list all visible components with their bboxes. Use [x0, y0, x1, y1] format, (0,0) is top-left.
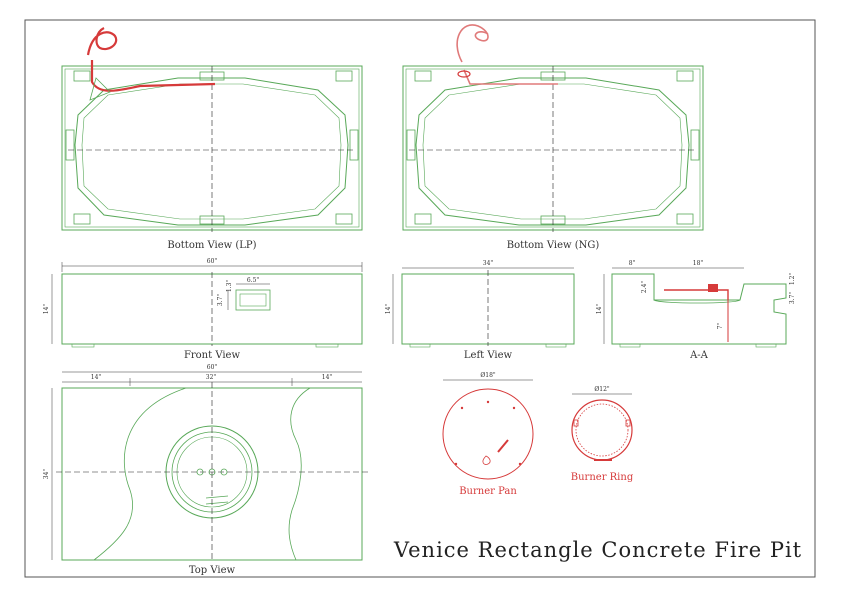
- left-width-dim: 34": [483, 260, 494, 267]
- burner-pan-label: Burner Pan: [459, 486, 517, 497]
- front-view-label: Front View: [184, 350, 241, 361]
- pan-diameter-dim: Ø18": [480, 372, 496, 379]
- section-small-dim-2: 3.7": [789, 292, 796, 305]
- section-label: A-A: [689, 350, 709, 361]
- front-view: [51, 262, 363, 348]
- left-view: [392, 267, 575, 348]
- section-depth-dim: 7": [717, 322, 724, 329]
- bottom-view-ng: [402, 24, 704, 232]
- front-cutout-offset-dim: 1.3": [226, 280, 233, 293]
- burner-ring-label: Burner Ring: [571, 472, 634, 483]
- top-left-dim: 14": [91, 374, 102, 381]
- ng-gas-line: [456, 24, 558, 85]
- top-height-dim: 34": [43, 469, 50, 480]
- left-view-label: Left View: [464, 350, 513, 361]
- section-aa: [603, 267, 787, 348]
- ring-diameter-dim: Ø12": [594, 386, 610, 393]
- front-width-dim: 60": [207, 258, 218, 265]
- bottom-view-ng-label: Bottom View (NG): [507, 240, 600, 251]
- top-view-label: Top View: [189, 565, 236, 576]
- bottom-view-lp-label: Bottom View (LP): [167, 240, 256, 251]
- sheet-border: [24, 19, 816, 578]
- top-center-dim: 32": [206, 374, 217, 381]
- burner-pan: [442, 379, 534, 480]
- top-view: [51, 371, 368, 562]
- drawing-title: Venice Rectangle Concrete Fire Pit: [393, 538, 802, 562]
- section-right-dim: 18": [693, 260, 704, 267]
- lp-gas-line: [86, 27, 216, 92]
- bottom-view-lp: [61, 27, 363, 232]
- section-small-dim-1: 2.4": [641, 281, 648, 294]
- front-cutout-width-dim: 6.5": [247, 277, 260, 284]
- top-width-dim: 60": [207, 364, 218, 371]
- section-left-dim: 8": [629, 260, 636, 267]
- top-right-dim: 14": [322, 374, 333, 381]
- front-cutout-height-dim: 3.7": [217, 294, 224, 307]
- front-height-dim: 14": [43, 304, 50, 315]
- left-height-dim: 14": [385, 304, 392, 315]
- burner-ring: [571, 393, 633, 461]
- section-small-dim-3: 1.2": [789, 273, 796, 286]
- section-height-dim: 14": [596, 304, 603, 315]
